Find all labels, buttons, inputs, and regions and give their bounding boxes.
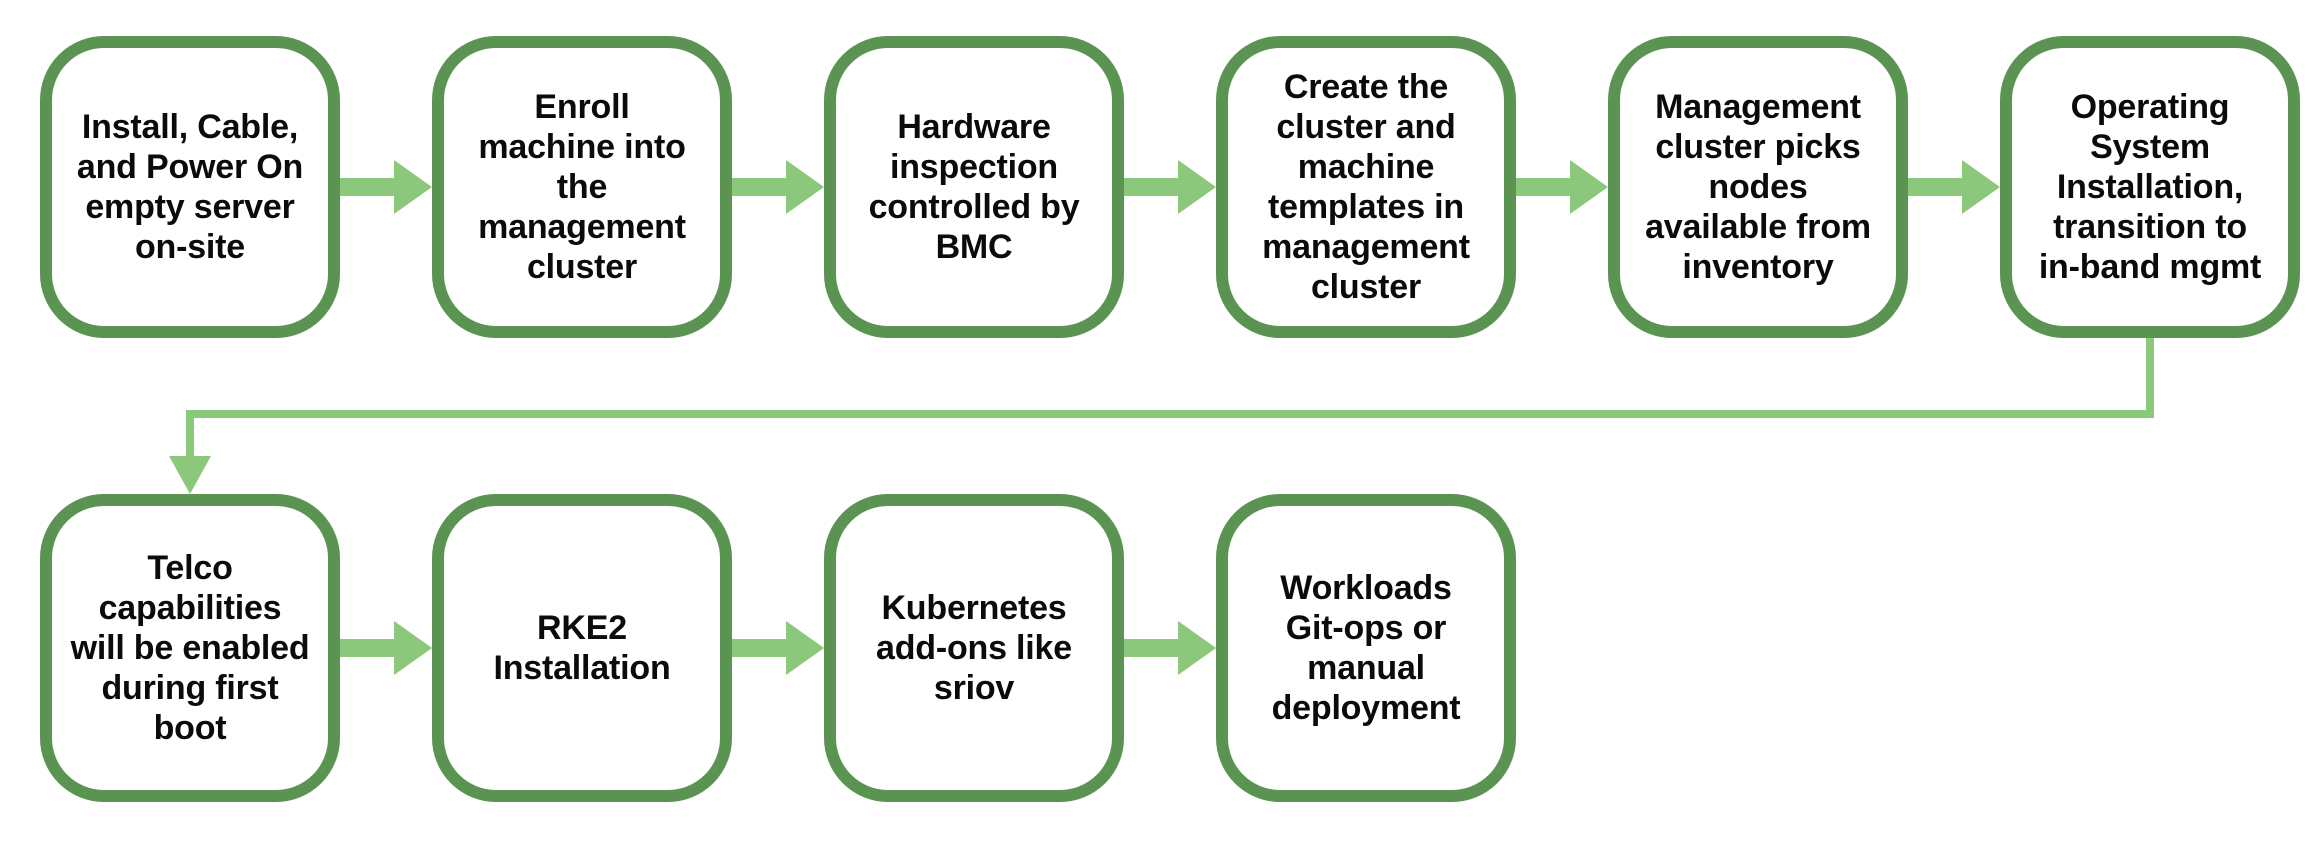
flow-arrow-right-icon xyxy=(1124,160,1216,214)
flow-box-label: Workloads Git-ops or manual deployment xyxy=(1271,568,1461,728)
flow-box-os-installation: Operating System Installation, transitio… xyxy=(2000,36,2300,338)
arrow-head-icon xyxy=(1570,160,1608,214)
arrow-head-icon xyxy=(394,621,432,675)
arrow-shaft xyxy=(1908,178,1962,196)
flow-arrow-right-icon xyxy=(1516,160,1608,214)
arrow-head-icon xyxy=(1962,160,2000,214)
flow-box-label: RKE2 Installation xyxy=(493,608,671,687)
flow-arrow-right-icon xyxy=(340,160,432,214)
arrow-shaft xyxy=(732,639,786,657)
arrow-head-icon xyxy=(786,621,824,675)
arrow-head-icon xyxy=(394,160,432,214)
connector-line-down-stub xyxy=(2146,338,2154,414)
flow-box-rke2-installation: RKE2 Installation xyxy=(432,494,732,802)
arrow-shaft xyxy=(340,178,394,196)
flow-box-label: Operating System Installation, transitio… xyxy=(2038,87,2262,287)
arrow-shaft xyxy=(340,639,394,657)
connector-line-horizontal xyxy=(186,410,2154,418)
flow-box-label: Kubernetes add-ons like sriov xyxy=(876,588,1072,708)
flow-arrow-right-icon xyxy=(1908,160,2000,214)
flow-box-label: Create the cluster and machine templates… xyxy=(1262,67,1470,307)
flow-arrow-right-icon xyxy=(340,621,432,675)
flow-box-management-picks-nodes: Management cluster picks nodes available… xyxy=(1608,36,1908,338)
connector-arrowhead-down-icon xyxy=(169,456,211,494)
flow-arrow-right-icon xyxy=(732,160,824,214)
flow-box-hardware-inspection: Hardware inspection controlled by BMC xyxy=(824,36,1124,338)
flow-box-create-cluster-templates: Create the cluster and machine templates… xyxy=(1216,36,1516,338)
arrow-shaft xyxy=(1124,178,1178,196)
arrow-head-icon xyxy=(1178,160,1216,214)
flow-box-install-cable-power: Install, Cable, and Power On empty serve… xyxy=(40,36,340,338)
arrow-shaft xyxy=(732,178,786,196)
flow-box-kubernetes-addons: Kubernetes add-ons like sriov xyxy=(824,494,1124,802)
flow-box-label: Telco capabilities will be enabled durin… xyxy=(70,548,310,748)
flow-box-enroll-machine: Enroll machine into the management clust… xyxy=(432,36,732,338)
flow-box-label: Install, Cable, and Power On empty serve… xyxy=(76,107,304,267)
flow-box-workloads-deployment: Workloads Git-ops or manual deployment xyxy=(1216,494,1516,802)
arrow-shaft xyxy=(1124,639,1178,657)
connector-line-drop xyxy=(186,418,194,456)
arrow-shaft xyxy=(1516,178,1570,196)
flow-box-telco-capabilities: Telco capabilities will be enabled durin… xyxy=(40,494,340,802)
flow-box-label: Management cluster picks nodes available… xyxy=(1645,87,1871,287)
flow-arrow-right-icon xyxy=(1124,621,1216,675)
arrow-head-icon xyxy=(1178,621,1216,675)
flow-box-label: Enroll machine into the management clust… xyxy=(478,87,686,287)
flow-box-label: Hardware inspection controlled by BMC xyxy=(868,107,1080,267)
flow-arrow-right-icon xyxy=(732,621,824,675)
arrow-head-icon xyxy=(786,160,824,214)
